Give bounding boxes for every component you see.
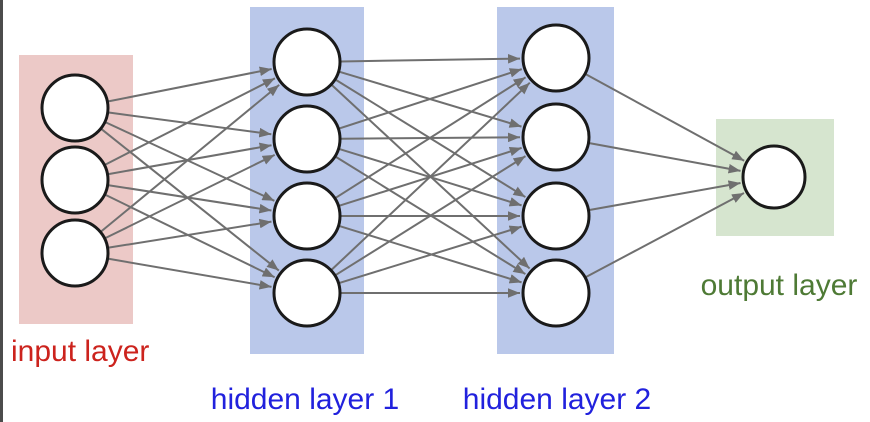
connection-edge	[108, 111, 272, 138]
connection-edge	[339, 68, 523, 130]
connection-edge	[331, 81, 531, 271]
hidden-2-neuron-node	[521, 181, 591, 251]
connection-edge	[100, 84, 280, 233]
connection-edge	[105, 121, 275, 202]
input-neuron-node	[40, 73, 110, 143]
connection-edge	[335, 155, 527, 276]
connection-edge	[104, 77, 276, 166]
hidden-1-neuron-node	[272, 258, 342, 328]
hidden-2-neuron-node	[521, 102, 591, 172]
hidden-layer-1-label: hidden layer 1	[210, 383, 400, 416]
hidden-2-neuron-node	[521, 258, 591, 328]
hidden-1-neuron-node	[272, 27, 342, 97]
connection-edge	[105, 153, 276, 239]
connection-edge	[100, 128, 280, 272]
output-neuron-node	[741, 144, 807, 210]
connection-edge	[589, 180, 741, 211]
network-graph-canvas	[19, 7, 834, 354]
connection-edge	[589, 142, 741, 174]
connection-edge	[108, 66, 272, 103]
connection-edge	[585, 192, 745, 278]
connection-edge	[340, 53, 521, 64]
input-neuron-node	[40, 218, 110, 288]
connection-edge	[585, 73, 745, 162]
connection-edge	[108, 184, 272, 214]
connection-edge	[108, 257, 272, 290]
input-neuron-node	[40, 145, 110, 215]
hidden-1-neuron-node	[272, 181, 342, 251]
hidden-1-neuron-node	[272, 104, 342, 174]
connection-edge	[108, 142, 272, 176]
output-layer-label: output layer	[700, 269, 858, 302]
connection-edge	[108, 218, 272, 249]
input-layer-label: input layer	[11, 335, 150, 368]
connection-edge	[339, 225, 522, 284]
hidden-2-neuron-node	[521, 23, 591, 93]
connection-edge	[105, 193, 276, 279]
connection-edge	[335, 76, 527, 199]
hidden-layer-2-label: hidden layer 2	[462, 383, 652, 416]
